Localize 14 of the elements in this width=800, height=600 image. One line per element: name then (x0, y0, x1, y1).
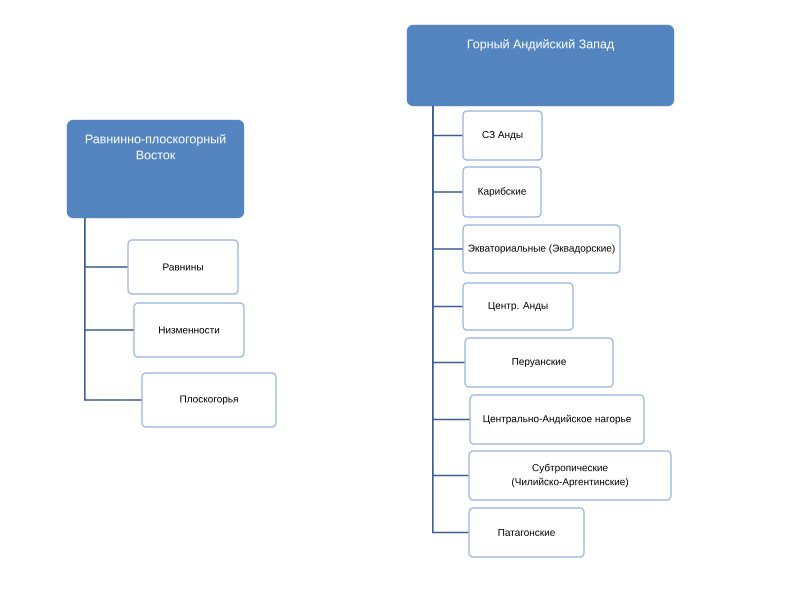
subregion-box: Центрально-Андийское нагорье (469, 394, 645, 445)
subregion-box: Плоскогорья (141, 372, 277, 428)
subregion-box: Низменности (133, 302, 245, 358)
subregion-box: Перуанские (464, 337, 614, 388)
subregion-box: СЗ Анды (462, 110, 543, 161)
subregion-box: Центр. Анды (462, 282, 574, 331)
category-box: Горный Андийский Запад (406, 24, 674, 106)
category-box: Равнинно-плоскогорный Восток (66, 120, 244, 218)
subregion-box: Экваториальные (Эквадорские) (462, 224, 621, 274)
subregion-box: Карибские (462, 166, 542, 218)
connector-line (84, 218, 142, 401)
subregion-box: Равнины (127, 239, 239, 295)
subregion-box: Патагонские (468, 507, 585, 558)
subregion-box: Субтропические (Чилийско-Аргентинские) (468, 450, 672, 501)
